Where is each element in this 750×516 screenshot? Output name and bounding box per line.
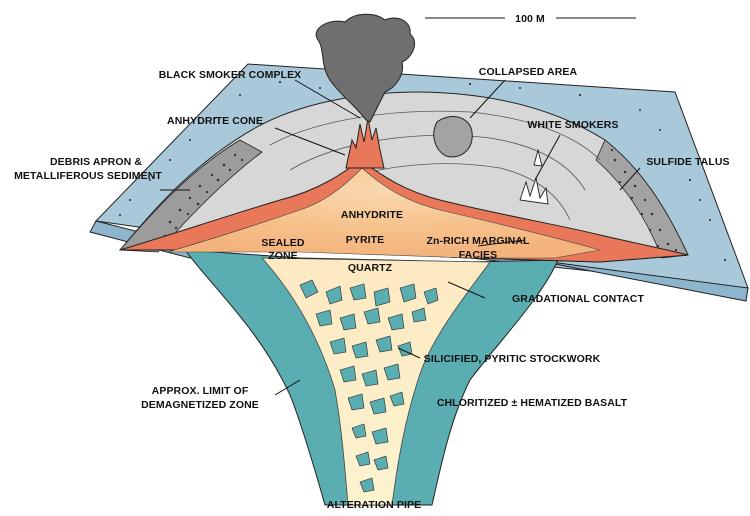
label-white-smokers: WHITE SMOKERS <box>527 119 618 131</box>
debris-apron <box>119 139 263 253</box>
labels: BLACK SMOKER COMPLEX COLLAPSED AREA ANHY… <box>14 66 730 511</box>
scale-bar-label: 100 M <box>515 13 545 25</box>
label-sealed-zone-line1: SEALED <box>261 237 305 249</box>
label-pyrite: PYRITE <box>346 234 385 246</box>
seafloor-front-edge-right <box>519 257 749 302</box>
label-approx-limit-line1: APPROX. LIMIT OF <box>152 385 249 397</box>
scale-bar: 100 M <box>425 13 636 25</box>
label-alteration-pipe: ALTERATION PIPE <box>327 499 421 511</box>
leader-lines <box>160 79 641 396</box>
label-chloritized-basalt: CHLORITIZED ± HEMATIZED BASALT <box>437 397 628 409</box>
label-zn-rich-line1: Zn-RICH MARGINAL <box>426 235 530 247</box>
label-silicified-stockwork: SILICIFIED, PYRITIC STOCKWORK <box>424 353 601 365</box>
collapsed-area <box>433 116 473 158</box>
label-black-smoker-complex: BLACK SMOKER COMPLEX <box>159 69 302 81</box>
stockwork-fragments <box>299 279 439 493</box>
debris-stipple <box>148 148 678 252</box>
label-quartz: QUARTZ <box>348 262 393 274</box>
label-approx-limit-line2: DEMAGNETIZED ZONE <box>141 399 259 411</box>
label-anhydrite-cone: ANHYDRITE CONE <box>167 115 263 127</box>
massive-sulfide-core <box>167 167 601 259</box>
label-sealed-zone-line2: ZONE <box>268 250 298 262</box>
label-gradational-contact: GRADATIONAL CONTACT <box>512 293 644 305</box>
label-debris-apron-line1: DEBRIS APRON & <box>50 156 142 168</box>
white-smoker-chimneys <box>519 148 549 205</box>
smoke-plume <box>315 13 415 123</box>
label-anhydrite: ANHYDRITE <box>341 209 403 221</box>
label-zn-rich-line2: FACIES <box>459 249 498 261</box>
seafloor-pebbles <box>119 80 727 262</box>
label-sulfide-talus: SULFIDE TALUS <box>646 156 729 168</box>
label-collapsed-area: COLLAPSED AREA <box>479 66 578 78</box>
label-debris-apron-line2: METALLIFEROUS SEDIMENT <box>14 170 162 182</box>
